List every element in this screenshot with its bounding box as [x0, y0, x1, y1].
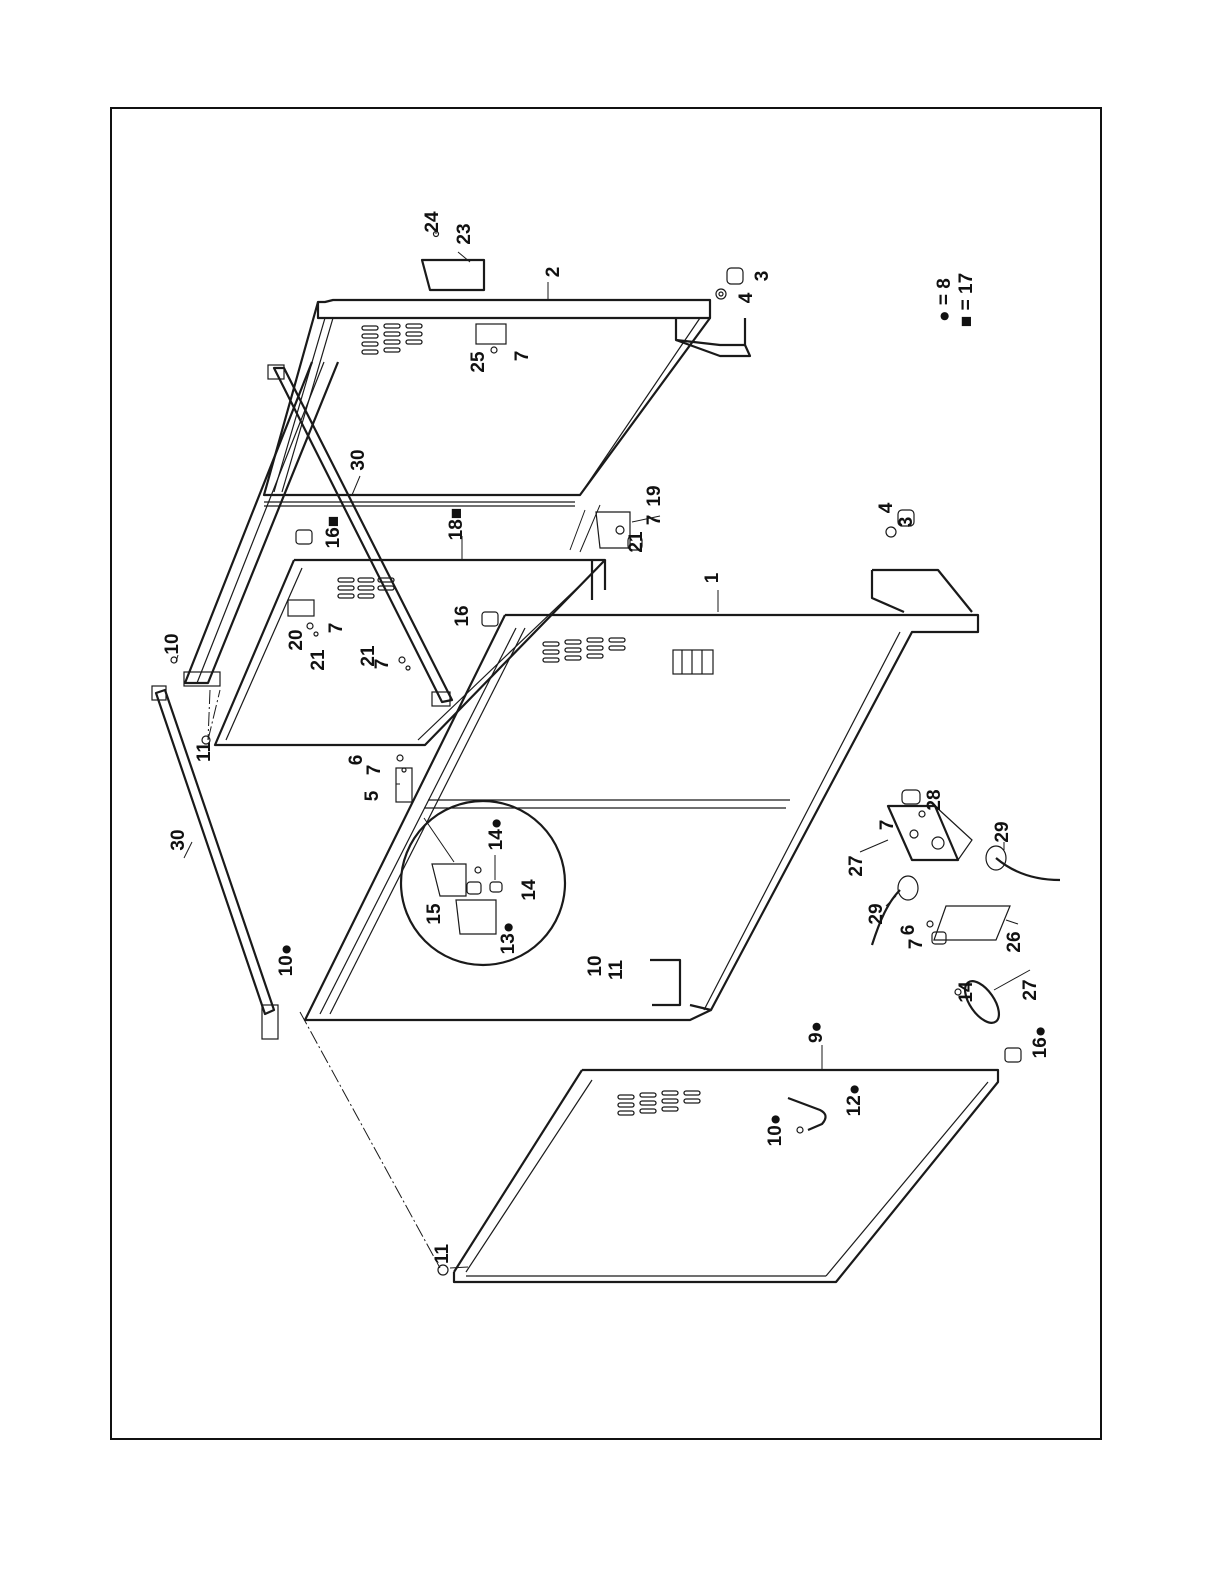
- callout-27-grommet: 27: [1020, 979, 1041, 1000]
- part-2-rear-side-panel: [264, 232, 750, 507]
- callout-21-divider: 21: [308, 649, 329, 671]
- callout-12-dot: 12●: [844, 1084, 865, 1117]
- callout-labels: 30 30 10 10● 10 10● 11 11 11 20 21 21 21…: [162, 211, 1051, 1264]
- callout-leader-lines: [176, 230, 1030, 1268]
- part-16-block: [1005, 1048, 1021, 1062]
- callout-24: 24: [422, 211, 443, 233]
- assembly-phantom-lines: [208, 690, 440, 1268]
- callout-6-box: 6: [898, 925, 919, 936]
- callout-2: 2: [543, 267, 564, 278]
- part-12-door-handle: [788, 1098, 826, 1130]
- callout-10-frame: 10: [585, 955, 606, 976]
- part-27-electrical-box: [872, 790, 1060, 945]
- top-rail: [171, 362, 338, 744]
- callout-27-box: 27: [846, 855, 867, 876]
- part-20-bracket: [288, 600, 314, 616]
- callout-11-frame: 11: [606, 960, 627, 981]
- callout-10-top: 10: [162, 633, 183, 654]
- front-panel-vent-slots: [543, 638, 625, 662]
- callout-4-front: 4: [876, 502, 897, 513]
- callout-3-rear: 3: [752, 271, 773, 282]
- callout-7-box-bottom: 7: [906, 939, 927, 950]
- symbol-legend: ● = 8 ■ = 17: [934, 273, 977, 327]
- callout-7-rear-panel: 7: [512, 351, 533, 362]
- callout-30-upper: 30: [348, 449, 369, 470]
- callout-11-top: 11: [194, 742, 215, 763]
- part-5-hinge-bracket: [396, 755, 412, 802]
- rear-panel-vent-slots: [362, 324, 422, 354]
- callout-5: 5: [362, 790, 383, 801]
- callout-30-lower: 30: [168, 829, 189, 850]
- callout-11-door: 11: [432, 1244, 453, 1265]
- callout-29-right: 29: [992, 821, 1013, 842]
- callout-9-dot: 9●: [806, 1021, 827, 1043]
- callout-7-box-top: 7: [877, 820, 898, 831]
- part-1-front-side-panel: [305, 510, 978, 1020]
- part-30-lower-brace: [152, 686, 278, 1039]
- callout-16-front: 16: [452, 605, 473, 626]
- callout-10-dot-door: 10●: [765, 1114, 786, 1147]
- callout-21-hinge: 21: [626, 531, 647, 553]
- callout-14-grommet: 14: [956, 981, 977, 1003]
- callout-7-hinge-bracket: 7: [364, 765, 385, 776]
- legend-square-entry: ■ = 17: [956, 273, 977, 327]
- callout-7-mid: 7: [372, 659, 393, 670]
- part-9-door: [438, 1070, 998, 1282]
- callout-15: 15: [424, 903, 445, 925]
- callout-29-left: 29: [866, 903, 887, 924]
- callout-14-inset: 14: [519, 879, 540, 901]
- callout-14-dot: 14●: [486, 818, 507, 851]
- callout-4-rear: 4: [736, 292, 757, 303]
- part-23-cover-plate: [422, 260, 484, 290]
- callout-25: 25: [468, 351, 489, 373]
- callout-28: 28: [924, 789, 945, 810]
- callout-10-dot-left: 10●: [276, 944, 297, 977]
- callout-6-hinge: 6: [346, 755, 367, 766]
- callout-7-hinge-19: 7: [644, 515, 665, 526]
- callout-7-divider: 7: [326, 623, 347, 634]
- callout-20: 20: [286, 629, 307, 650]
- callout-26: 26: [1004, 931, 1025, 952]
- callout-3-front: 3: [896, 517, 917, 528]
- callout-19: 19: [644, 485, 665, 506]
- hinge-detail-inset: [401, 801, 565, 965]
- callout-16-square: 16■: [323, 516, 344, 549]
- callout-16-dot: 16●: [1030, 1026, 1051, 1059]
- legend-dot-entry: ● = 8: [934, 278, 955, 322]
- door-vent-slots: [618, 1091, 700, 1115]
- callout-18-square: 18■: [446, 508, 467, 541]
- callout-23: 23: [454, 223, 475, 244]
- callout-13-dot: 13●: [498, 922, 519, 955]
- callout-1: 1: [702, 572, 723, 583]
